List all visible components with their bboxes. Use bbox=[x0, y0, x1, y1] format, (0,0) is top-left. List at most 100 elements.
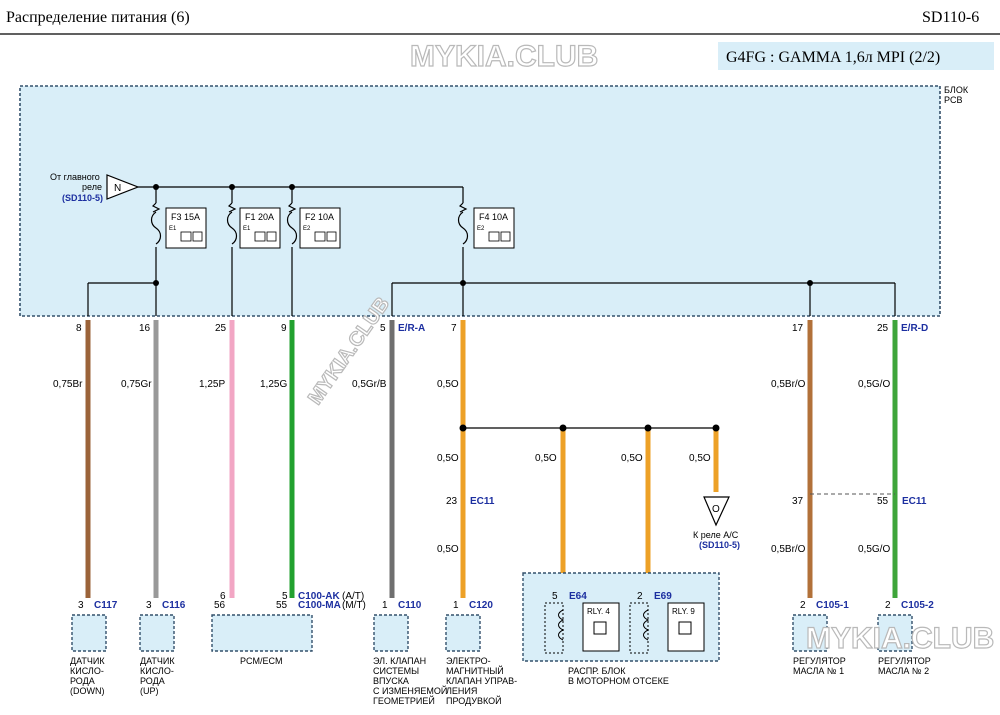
o2-down-line-2: КИСЛО- bbox=[70, 666, 104, 676]
ocv2-line-2: МАСЛА № 2 bbox=[878, 666, 929, 676]
intake-line-3: ВПУСКА bbox=[373, 676, 409, 686]
wire-label-o-after: 0,5O bbox=[437, 544, 459, 555]
c105-1-name: C105-1 bbox=[816, 600, 849, 611]
wire-label-go: 0,5G/O bbox=[858, 379, 890, 390]
ec11-name-left: EC11 bbox=[470, 496, 495, 507]
engine-title: G4FG : GAMMA 1,6л MPI (2/2) bbox=[726, 49, 940, 66]
c117-pin: 3 bbox=[78, 600, 84, 611]
purge-line-3: КЛАПАН УПРАВ- bbox=[446, 676, 517, 686]
pcb-block bbox=[19, 85, 941, 317]
ac-relay-symbol: O bbox=[712, 504, 720, 515]
pin-8: 8 bbox=[76, 323, 82, 334]
o2-down-line-4: (DOWN) bbox=[70, 686, 105, 696]
wire-label-br: 0,75Br bbox=[53, 379, 83, 390]
fuse-f2-index: E2 bbox=[303, 226, 311, 232]
o2-up-line-3: РОДА bbox=[140, 676, 165, 686]
pcm-pin-5: 5 bbox=[282, 591, 288, 602]
relays bbox=[544, 602, 705, 654]
relay-9-label: RLY. 9 bbox=[672, 607, 695, 616]
pcm-pin-56: 56 bbox=[214, 600, 226, 611]
purge-line-4: ЛЕНИЯ bbox=[446, 686, 477, 696]
wire-label-bro: 0,5Br/O bbox=[771, 379, 806, 390]
c116-pin: 3 bbox=[146, 600, 152, 611]
connector-labels: 3 C117 3 C116 6 56 5 55 C100-AK (A/T) C1… bbox=[78, 591, 934, 611]
o2-up-line-1: ДАТЧИК bbox=[140, 656, 175, 666]
wire-label-grb: 0,5Gr/B bbox=[352, 379, 387, 390]
branch-label-1: 0,5O bbox=[437, 453, 459, 464]
fuse-f3-index: E1 bbox=[169, 226, 177, 232]
ocv2-box bbox=[877, 614, 913, 652]
pin-tag-er-d: E/R-D bbox=[901, 323, 928, 334]
ac-relay-terminal bbox=[703, 496, 730, 527]
wire-label-o: 0,5O bbox=[437, 379, 459, 390]
pin-5: 5 bbox=[380, 323, 386, 334]
purge-line-5: ПРОДУВКОЙ bbox=[446, 695, 502, 706]
fuse-f1-name: F1 20A bbox=[245, 212, 274, 222]
engine-banner bbox=[718, 42, 994, 70]
o2-down-line-3: РОДА bbox=[70, 676, 95, 686]
pcb-pins: 8 16 25 9 5 7 17 25 bbox=[76, 323, 889, 334]
pcb-label-1: БЛОК bbox=[944, 85, 969, 95]
ac-relay-ref: (SD110-5) bbox=[699, 540, 740, 550]
pcm-pin-55: 55 bbox=[276, 600, 288, 611]
pcm-pin-6: 6 bbox=[220, 591, 226, 602]
wire-label-go-after: 0,5G/O bbox=[858, 544, 890, 555]
ec11-pin-37: 37 bbox=[792, 496, 804, 507]
branch-label-2: 0,5O bbox=[535, 453, 557, 464]
wire-label-gr: 0,75Gr bbox=[121, 379, 152, 390]
watermark-top: MYKIA.CLUB bbox=[410, 40, 598, 73]
intake-line-4: С ИЗМЕНЯЕМОЙ bbox=[373, 685, 447, 696]
source-label-2: реле bbox=[82, 182, 102, 192]
fuse-f3: F3 15A E1 bbox=[150, 202, 207, 249]
e69-name: E69 bbox=[654, 591, 672, 602]
pin-25a: 25 bbox=[215, 323, 227, 334]
intake-line-2: СИСТЕМЫ bbox=[373, 666, 419, 676]
pin-7: 7 bbox=[451, 323, 457, 334]
c117-name: C117 bbox=[94, 600, 118, 611]
branch-label-3: 0,5O bbox=[621, 453, 643, 464]
ocv1-box bbox=[792, 614, 828, 652]
pcm-name-mt: C100-MA bbox=[298, 600, 341, 611]
e64-pin: 5 bbox=[552, 591, 558, 602]
c105-2-name: C105-2 bbox=[901, 600, 934, 611]
c105-1-pin: 2 bbox=[800, 600, 806, 611]
fuse-f4-index: E2 bbox=[477, 226, 485, 232]
fuse-f2-name: F2 10A bbox=[305, 212, 334, 222]
source-label-1: От главного bbox=[50, 172, 100, 182]
wire-label-bro-after: 0,5Br/O bbox=[771, 544, 806, 555]
ac-relay-label: К реле A/C bbox=[693, 530, 739, 540]
intake-line-1: ЭЛ. КЛАПАН bbox=[373, 656, 426, 666]
wire-labels: 0,75Br 0,75Gr 1,25P 1,25G 0,5Gr/B 0,5O 0… bbox=[53, 379, 890, 464]
source-terminal bbox=[106, 174, 140, 200]
ocv1-line-2: МАСЛА № 1 bbox=[793, 666, 844, 676]
e64-name: E64 bbox=[569, 591, 587, 602]
pcm-mode-at: (A/T) bbox=[342, 591, 364, 602]
engine-box-label-1: РАСПР. БЛОК bbox=[568, 666, 626, 676]
pcm-name-at: C100-AK bbox=[298, 591, 340, 602]
wire-label-p: 1,25P bbox=[199, 379, 225, 390]
relay-4-label: RLY. 4 bbox=[587, 607, 610, 616]
intake-valve-box bbox=[373, 614, 409, 652]
purge-line-1: ЭЛЕКТРО- bbox=[446, 656, 491, 666]
page-code: SD110-6 bbox=[922, 9, 979, 26]
ocv2-line-1: РЕГУЛЯТОР bbox=[878, 656, 931, 666]
o2-up-line-2: КИСЛО- bbox=[140, 666, 174, 676]
o2-down-line-1: ДАТЧИК bbox=[70, 656, 105, 666]
fuse-f1-index: E1 bbox=[243, 226, 251, 232]
ec11-pin-55: 55 bbox=[877, 496, 889, 507]
purge-valve-box bbox=[445, 614, 481, 652]
purge-line-2: МАГНИТНЫЙ bbox=[446, 665, 504, 676]
engine-box-label-2: В МОТОРНОМ ОТСЕКЕ bbox=[568, 676, 669, 686]
c110-name: C110 bbox=[398, 600, 422, 611]
page-title: Распределение питания (6) bbox=[6, 9, 190, 26]
fuse-f4-name: F4 10A bbox=[479, 212, 508, 222]
pcm-box bbox=[211, 614, 313, 652]
c120-name: C120 bbox=[469, 600, 493, 611]
intake-line-5: ГЕОМЕТРИЕЙ bbox=[373, 695, 435, 706]
pin-tag-er-a: E/R-A bbox=[398, 323, 425, 334]
pin-17: 17 bbox=[792, 323, 804, 334]
wire-label-g: 1,25G bbox=[260, 379, 287, 390]
component-boxes bbox=[71, 614, 913, 652]
bus-junctions bbox=[153, 184, 813, 286]
